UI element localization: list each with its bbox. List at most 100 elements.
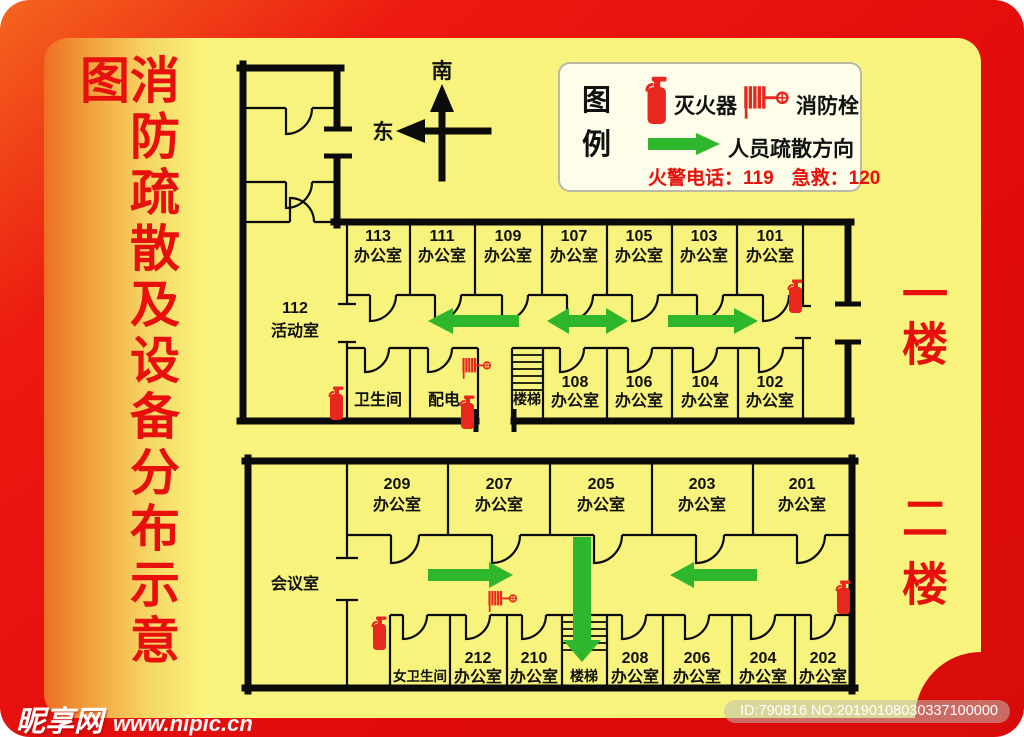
svg-text:209: 209 (384, 476, 411, 493)
svg-text:204: 204 (750, 650, 777, 667)
fire-extinguisher-icon (371, 615, 388, 651)
svg-text:102: 102 (757, 374, 784, 391)
floor2-plan: 209 办公室 207 办公室 205 办公室 203 办公室 201 办公室 会议室 女… (241, 454, 859, 695)
svg-text:207: 207 (486, 476, 513, 493)
floor2-evacuation-arrow-down (563, 537, 601, 662)
svg-text:111: 111 (430, 228, 455, 245)
svg-text:办公室: 办公室 (510, 667, 558, 686)
svg-text:办公室: 办公室 (551, 391, 599, 410)
svg-text:办公室: 办公室 (373, 495, 421, 514)
watermark-site-name: 昵享网 (16, 706, 104, 737)
floor2-meeting-wall-caps (336, 556, 358, 602)
svg-text:办公室: 办公室 (739, 667, 787, 686)
floor1-bottom-room-doors (363, 347, 785, 374)
svg-text:楼梯: 楼梯 (513, 391, 541, 407)
svg-text:女卫生间: 女卫生间 (393, 668, 447, 684)
svg-text:109: 109 (495, 228, 522, 245)
svg-text:办公室: 办公室 (550, 246, 598, 265)
svg-text:203: 203 (689, 476, 716, 493)
svg-text:113: 113 (365, 228, 391, 245)
svg-text:办公室: 办公室 (681, 391, 729, 410)
legend-heading: 图 例 (582, 80, 611, 167)
floor1-label: 一楼 (896, 270, 948, 370)
svg-text:101: 101 (757, 228, 784, 245)
svg-text:办公室: 办公室 (746, 391, 794, 410)
hydrant-label: 消防栓 (796, 95, 859, 118)
svg-text:办公室: 办公室 (680, 246, 728, 265)
floor1-evacuation-arrow-left (428, 308, 519, 334)
svg-text:105: 105 (626, 228, 653, 245)
svg-text:办公室: 办公室 (484, 246, 532, 265)
svg-text:办公室: 办公室 (577, 495, 625, 514)
fire-hydrant-icon (487, 590, 518, 613)
svg-text:212: 212 (465, 650, 492, 667)
floor1-outer-walls (236, 60, 855, 425)
floor2-top-office-doors (389, 534, 827, 565)
svg-text:办公室: 办公室 (611, 667, 659, 686)
floor1-activity-wall-caps (338, 302, 811, 344)
poster-title: 消防疏散及设备分布示意图 (73, 54, 179, 670)
first-aid-phone: 急救：120 (791, 168, 881, 189)
floor1-wing-walls (243, 106, 339, 224)
svg-text:201: 201 (789, 476, 816, 493)
floor2-top-office-dividers (446, 461, 755, 535)
legend-box: 图 例 灭火器 消防栓 人员疏散方向 火警电话：119 急救：120 (558, 62, 880, 192)
fire-hydrant-icon (461, 357, 492, 380)
compass: 南 东 (373, 59, 492, 182)
fire-extinguisher-icon (787, 278, 804, 314)
svg-text:208: 208 (622, 650, 649, 667)
floor1-stairs-steps (512, 354, 543, 391)
svg-text:202: 202 (810, 650, 837, 667)
svg-text:206: 206 (684, 650, 711, 667)
floor2-label: 二楼 (896, 494, 948, 626)
svg-text:108: 108 (562, 374, 589, 391)
extinguisher-label: 灭火器 (674, 95, 737, 118)
svg-text:办公室: 办公室 (418, 246, 466, 265)
emergency-phones: 火警电话：119 急救：120 (648, 163, 898, 190)
floor2-evacuation-arrow-left (670, 562, 757, 588)
svg-text:活动室: 活动室 (271, 321, 319, 340)
svg-text:办公室: 办公室 (799, 667, 847, 686)
watermark: 昵享网 www.nipic.cn (16, 698, 253, 737)
svg-text:办公室: 办公室 (746, 246, 794, 265)
floor2-bottom-room-doors (401, 614, 837, 641)
svg-text:103: 103 (691, 228, 718, 245)
svg-text:办公室: 办公室 (615, 246, 663, 265)
floor1-wall-caps (324, 126, 861, 432)
svg-text:107: 107 (561, 228, 588, 245)
image-id-bar: ID:790816 NO:20190108030337100000 (723, 700, 1010, 723)
floor1-evacuation-arrow-right (668, 308, 758, 334)
svg-text:106: 106 (626, 374, 653, 391)
fire-extinguisher-icon (645, 76, 668, 124)
legend-heading-char: 例 (582, 128, 612, 161)
evacuation-label: 人员疏散方向 (728, 138, 854, 161)
floor1-top-office-dividers (408, 222, 805, 421)
fire-extinguisher-icon (835, 579, 852, 615)
fire-extinguisher-icon (459, 394, 476, 430)
evacuation-arrow-icon (648, 133, 720, 155)
svg-text:配电: 配电 (428, 390, 460, 409)
svg-text:卫生间: 卫生间 (354, 390, 402, 409)
fire-extinguisher-icon (328, 385, 345, 421)
svg-text:会议室: 会议室 (271, 574, 319, 593)
floor1-wing-doors (284, 107, 316, 223)
compass-north-arrow-icon (430, 84, 454, 112)
compass-south-label: 南 (432, 59, 453, 83)
svg-text:112: 112 (282, 300, 308, 317)
svg-text:办公室: 办公室 (475, 495, 523, 514)
svg-text:办公室: 办公室 (778, 495, 826, 514)
floor1-evacuation-arrow-double (547, 308, 628, 334)
svg-text:205: 205 (588, 476, 615, 493)
watermark-site-url: www.nipic.cn (113, 711, 253, 736)
fire-phone: 火警电话：119 (648, 168, 774, 189)
svg-text:办公室: 办公室 (354, 246, 402, 265)
floor2-room-labels: 209 办公室 207 办公室 205 办公室 203 办公室 201 办公室 会议室 女… (271, 476, 847, 686)
legend-heading-char: 图 (582, 85, 612, 117)
compass-east-arrow-icon (396, 119, 425, 143)
svg-text:办公室: 办公室 (673, 667, 721, 686)
svg-text:楼梯: 楼梯 (570, 668, 598, 684)
svg-text:办公室: 办公室 (615, 391, 663, 410)
